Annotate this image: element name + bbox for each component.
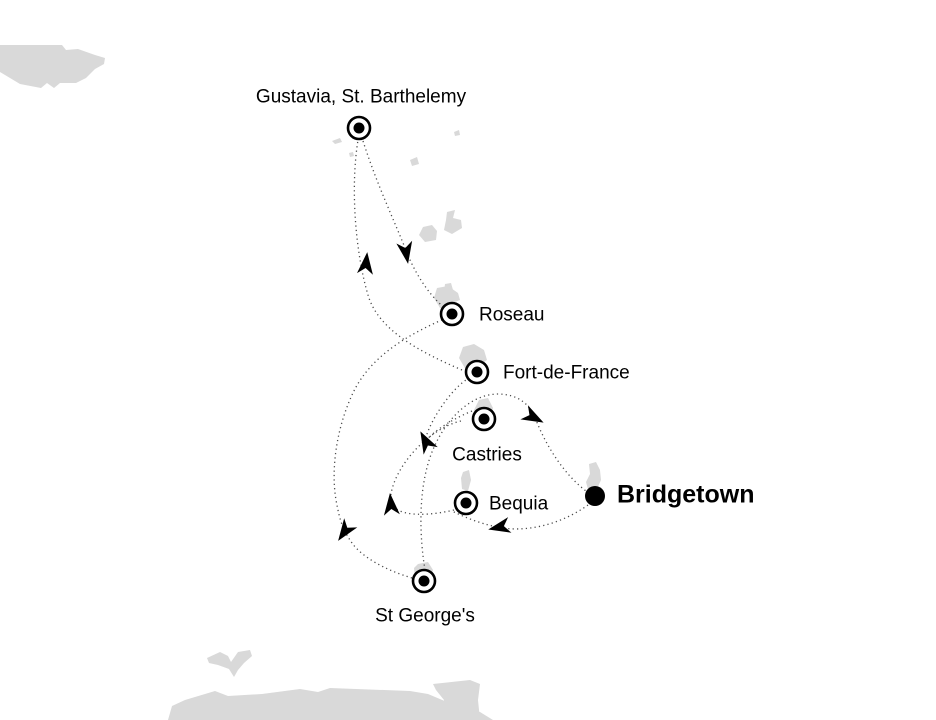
island-landmass [332, 138, 342, 144]
route-line [353, 139, 463, 371]
port-marker [439, 301, 465, 327]
port-label-castries: Castries [452, 444, 522, 466]
port-marker [471, 406, 497, 432]
route-line [424, 379, 473, 446]
island-landmass [410, 157, 419, 166]
port-label-gustavia: Gustavia, St. Barthelemy [255, 86, 467, 108]
port-label-st-georges: St George's [375, 605, 475, 627]
island-landmass [434, 286, 460, 310]
island-landmass [207, 650, 252, 677]
island-landmass [586, 462, 601, 493]
island-landmass [454, 130, 460, 136]
route-line [389, 420, 462, 515]
island-landmass [419, 225, 437, 242]
route-line [420, 393, 587, 571]
route-line [451, 504, 589, 530]
port-markers-layer [346, 115, 605, 594]
port-label-bequia: Bequia [489, 493, 549, 515]
island-landmass [433, 680, 480, 720]
port-label-bridgetown: Bridgetown [617, 480, 755, 509]
route-direction-arrow [420, 431, 438, 455]
port-marker [464, 359, 490, 385]
port-marker [585, 486, 605, 506]
route-direction-arrow [338, 518, 358, 541]
islands-layer [0, 45, 601, 720]
route-direction-arrow [520, 405, 544, 423]
route-line [333, 317, 447, 579]
route-direction-arrow [488, 517, 512, 533]
port-marker [411, 568, 437, 594]
port-label-roseau: Roseau [479, 304, 545, 326]
route-line [362, 140, 447, 310]
island-landmass [0, 45, 105, 88]
port-marker [346, 115, 372, 141]
routes-layer [333, 139, 589, 579]
route-direction-arrow [383, 493, 400, 516]
route-direction-arrow [396, 240, 413, 264]
port-label-fort-de-france: Fort-de-France [503, 362, 630, 384]
island-landmass [168, 688, 493, 720]
island-landmass [349, 152, 354, 157]
route-direction-arrow [356, 252, 373, 275]
island-landmass [461, 470, 471, 491]
island-landmass [444, 210, 462, 234]
port-marker [453, 490, 479, 516]
